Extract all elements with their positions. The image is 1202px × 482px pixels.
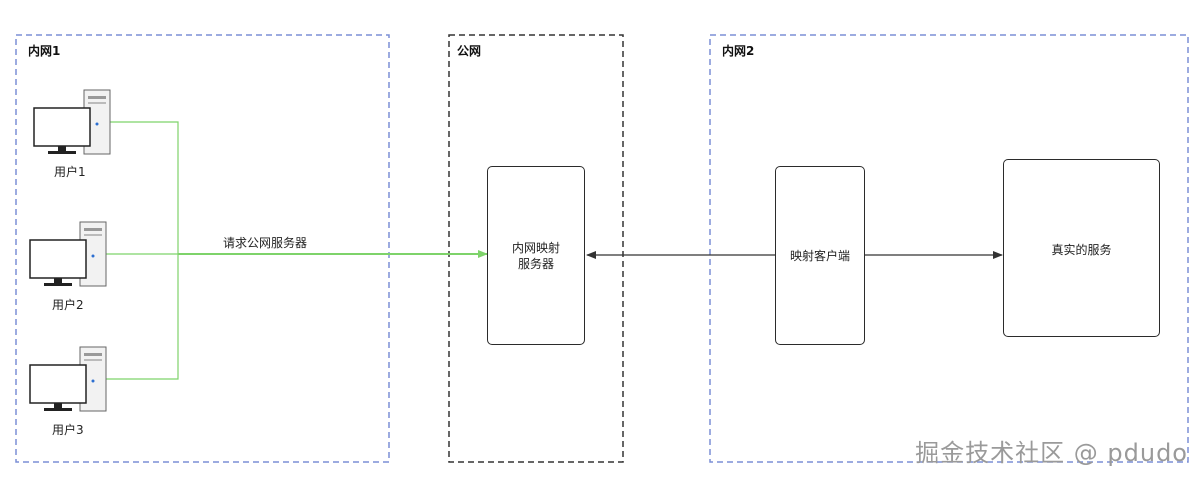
user-label-2: 用户2 — [52, 298, 84, 312]
computer-icon — [33, 89, 111, 155]
real-service-label: 真实的服务 — [1051, 243, 1112, 257]
computer-icon — [29, 221, 107, 287]
zone-label-public: 公网 — [457, 44, 482, 58]
user-request-connectors — [106, 121, 179, 380]
zone-label-intranet1: 内网1 — [28, 44, 61, 58]
request-edge-label: 请求公网服务器 — [223, 236, 308, 250]
mapping-server-label-line2: 服务器 — [517, 256, 554, 271]
watermark-text: 掘金技术社区 @ pdudo — [915, 439, 1188, 467]
mapping-client-node: 映射客户端 — [775, 166, 865, 345]
user3-connector — [106, 254, 179, 380]
computer-icon — [29, 346, 107, 412]
user-label-1: 用户1 — [54, 165, 86, 179]
zone-label-intranet2: 内网2 — [722, 44, 755, 58]
mapping-server-node: 内网映射 服务器 — [487, 166, 585, 345]
zone-intranet2-border — [709, 34, 1189, 463]
mapping-client-label: 映射客户端 — [789, 248, 850, 263]
mapping-server-label-line1: 内网映射 — [511, 240, 560, 255]
user-label-3: 用户3 — [52, 423, 84, 437]
real-service-node: 真实的服务 — [1003, 159, 1160, 337]
user1-connector — [110, 121, 179, 254]
